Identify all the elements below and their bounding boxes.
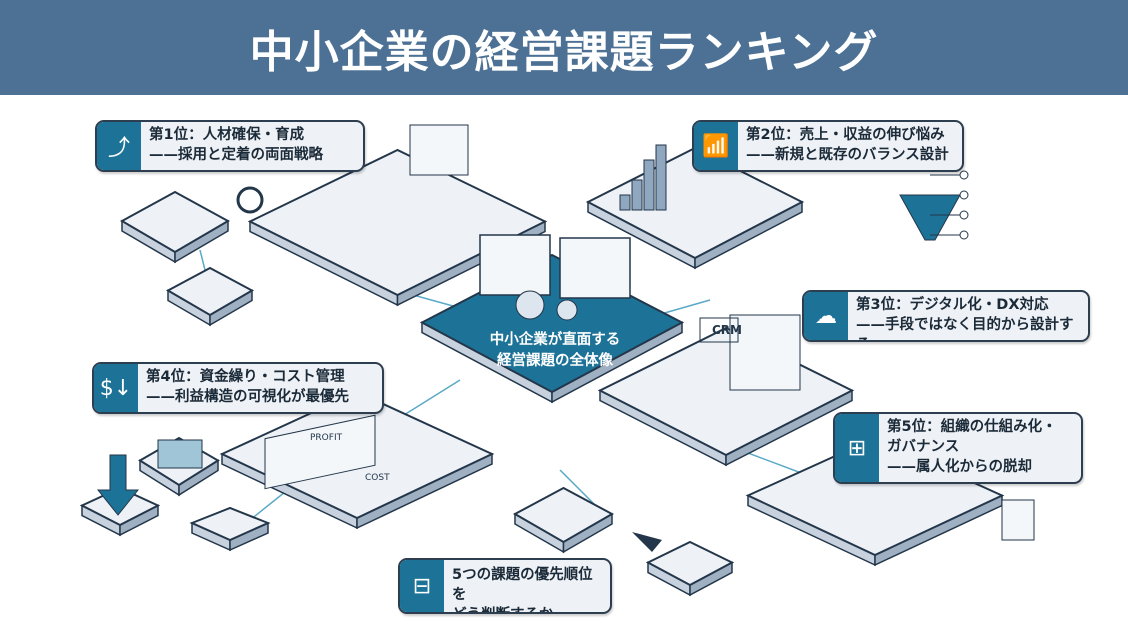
bar-chart-coins-icon: 📶 bbox=[694, 122, 738, 170]
issue-rank: 第5位：組織の仕組み化・ bbox=[887, 419, 1057, 435]
crm-box bbox=[699, 317, 739, 343]
issue-sub: ——属人化からの脱却 bbox=[887, 459, 1032, 475]
funnel-icon bbox=[899, 194, 961, 241]
tile-decision bbox=[645, 540, 735, 587]
gear-icon bbox=[515, 290, 545, 320]
center-caption: 中小企業が直面する 経営課題の全体像 bbox=[470, 330, 640, 372]
center-caption-line2: 経営課題の全体像 bbox=[497, 353, 613, 369]
org-chart-screen bbox=[559, 237, 631, 299]
page-title: 中小企業の経営課題ランキング bbox=[249, 26, 879, 78]
dollar-down-icon: $↓ bbox=[94, 364, 138, 412]
arrow-icon bbox=[632, 532, 662, 552]
issue-card-2: 📶 第2位：売上・収益の伸び悩み ——新規と既存のバランス設計 bbox=[692, 120, 964, 172]
cloud-gear-icon: ☁ bbox=[804, 292, 848, 340]
bar-chart-bar bbox=[631, 179, 643, 211]
cost-label: COST bbox=[365, 473, 390, 483]
presentation-board bbox=[409, 124, 469, 176]
issue-sub: ——手段ではなく目的から設計する bbox=[856, 317, 1074, 340]
document-gear-icon bbox=[1001, 499, 1035, 541]
title-bar: 中小企業の経営課題ランキング bbox=[0, 0, 1128, 95]
issue-sub: ——利益構造の可視化が最優先 bbox=[146, 389, 349, 405]
issue-rank: 第2位：売上・収益の伸び悩み bbox=[746, 127, 945, 143]
magnifier-icon bbox=[236, 186, 264, 214]
profit-label: PROFIT bbox=[310, 433, 343, 443]
hierarchy-icon: ⊟ bbox=[400, 560, 444, 612]
growth-arrow-icon: ⤴ bbox=[97, 122, 141, 170]
down-arrow-icon bbox=[96, 454, 140, 516]
issue-sub: ——新規と既存のバランス設計 bbox=[746, 147, 949, 163]
tile-person bbox=[189, 506, 271, 542]
crm-label: CRM bbox=[712, 323, 742, 337]
issue-rank-cont: ガバナンス bbox=[887, 439, 960, 455]
org-chart-screen bbox=[479, 234, 551, 296]
profit-report bbox=[264, 414, 376, 490]
issue-sub: ——採用と定着の両面戦略 bbox=[149, 147, 323, 163]
tile-calculator bbox=[512, 486, 615, 544]
tile-puzzle bbox=[165, 266, 255, 317]
isometric-scene: CRM PROFIT COST bbox=[79, 124, 1035, 597]
org-chart-lock-icon: ⊞ bbox=[835, 414, 879, 482]
bar-chart-bar bbox=[619, 194, 631, 211]
footer-line1: 5つの課題の優先順位を bbox=[452, 567, 593, 603]
funnel-node bbox=[959, 230, 969, 240]
banknote-icon bbox=[157, 439, 203, 469]
issue-rank: 第3位：デジタル化・DX対応 bbox=[856, 297, 1049, 313]
issue-rank: 第1位：人材確保・育成 bbox=[149, 127, 305, 143]
gear-icon bbox=[556, 299, 578, 321]
funnel-node bbox=[959, 190, 969, 200]
issue-card-4: $↓ 第4位：資金繰り・コスト管理 ——利益構造の可視化が最優先 bbox=[92, 362, 384, 414]
funnel-node bbox=[959, 210, 969, 220]
footer-line2: どう判断するか bbox=[452, 605, 602, 612]
issue-card-1: ⤴ 第1位：人材確保・育成 ——採用と定着の両面戦略 bbox=[95, 120, 365, 172]
bar-chart-bar bbox=[643, 159, 655, 211]
laptop-screen bbox=[729, 314, 801, 391]
issue-card-5: ⊞ 第5位：組織の仕組み化・ガバナンス ——属人化からの脱却 bbox=[833, 412, 1083, 484]
issue-card-3: ☁ 第3位：デジタル化・DX対応 ——手段ではなく目的から設計する bbox=[802, 290, 1090, 342]
tile-people bbox=[119, 190, 231, 254]
platform-talent bbox=[247, 148, 548, 297]
issue-rank: 第4位：資金繰り・コスト管理 bbox=[146, 369, 345, 385]
center-caption-line1: 中小企業が直面する bbox=[489, 332, 621, 348]
funnel-node bbox=[959, 170, 969, 180]
footer-card: ⊟ 5つの課題の優先順位をどう判断するか bbox=[398, 558, 612, 614]
bar-chart-bar bbox=[655, 144, 667, 211]
